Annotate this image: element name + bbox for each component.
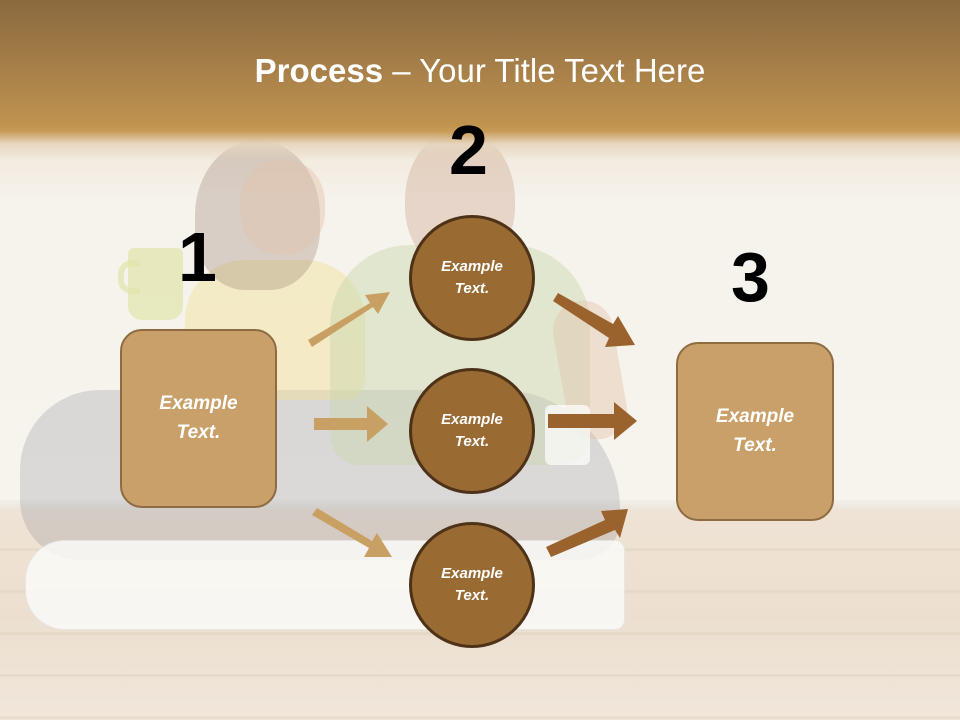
- background-photo-mug: [128, 248, 183, 320]
- circle-bottom-label: Example Text.: [441, 563, 503, 608]
- circle-top-label: Example Text.: [441, 256, 503, 301]
- step-1-box-label: Example Text.: [159, 390, 237, 447]
- slide-title-rest: – Your Title Text Here: [383, 52, 706, 89]
- arrows-left-group: [308, 292, 392, 557]
- step-number-1: 1: [178, 218, 217, 296]
- step-number-3: 3: [731, 238, 770, 316]
- slide-title-bold: Process: [254, 52, 384, 89]
- circle-bottom-label-line1: Example: [441, 564, 503, 582]
- circle-middle-label-line1: Example: [441, 410, 503, 428]
- step-3-label-line1: Example: [715, 406, 795, 427]
- circle-bottom-label-line2: Text.: [454, 587, 490, 604]
- circle-middle-label: Example Text.: [441, 409, 503, 454]
- background-photo-woman-face: [240, 160, 325, 255]
- arrow-circle-top-to-box3: [553, 293, 635, 347]
- circle-middle-label-line2: Text.: [454, 433, 490, 450]
- arrow-box1-to-circle-top: [308, 292, 390, 347]
- step-2-circle-middle[interactable]: Example Text.: [409, 368, 535, 494]
- arrow-circle-bottom-to-box3: [546, 509, 628, 557]
- arrows-right-group: [546, 293, 637, 557]
- step-2-circle-bottom[interactable]: Example Text.: [409, 522, 535, 648]
- step-1-label-line1: Example: [159, 393, 238, 414]
- arrow-box1-to-circle-middle: [314, 406, 388, 442]
- background-photo-woman-hair: [195, 140, 320, 290]
- slide-title: Process – Your Title Text Here: [0, 52, 960, 90]
- step-1-box[interactable]: Example Text.: [120, 329, 277, 508]
- circle-top-label-line1: Example: [441, 257, 503, 275]
- step-2-circle-top[interactable]: Example Text.: [409, 215, 535, 341]
- step-3-box-label: Example Text.: [716, 403, 794, 460]
- step-1-label-line2: Text.: [176, 421, 221, 443]
- header-band: [0, 0, 960, 160]
- arrow-circle-middle-to-box3: [548, 402, 637, 440]
- arrow-box1-to-circle-bottom: [312, 508, 392, 557]
- step-3-label-line2: Text.: [733, 434, 777, 456]
- step-number-2: 2: [449, 111, 488, 189]
- circle-top-label-line2: Text.: [454, 280, 490, 297]
- step-3-box[interactable]: Example Text.: [676, 342, 834, 521]
